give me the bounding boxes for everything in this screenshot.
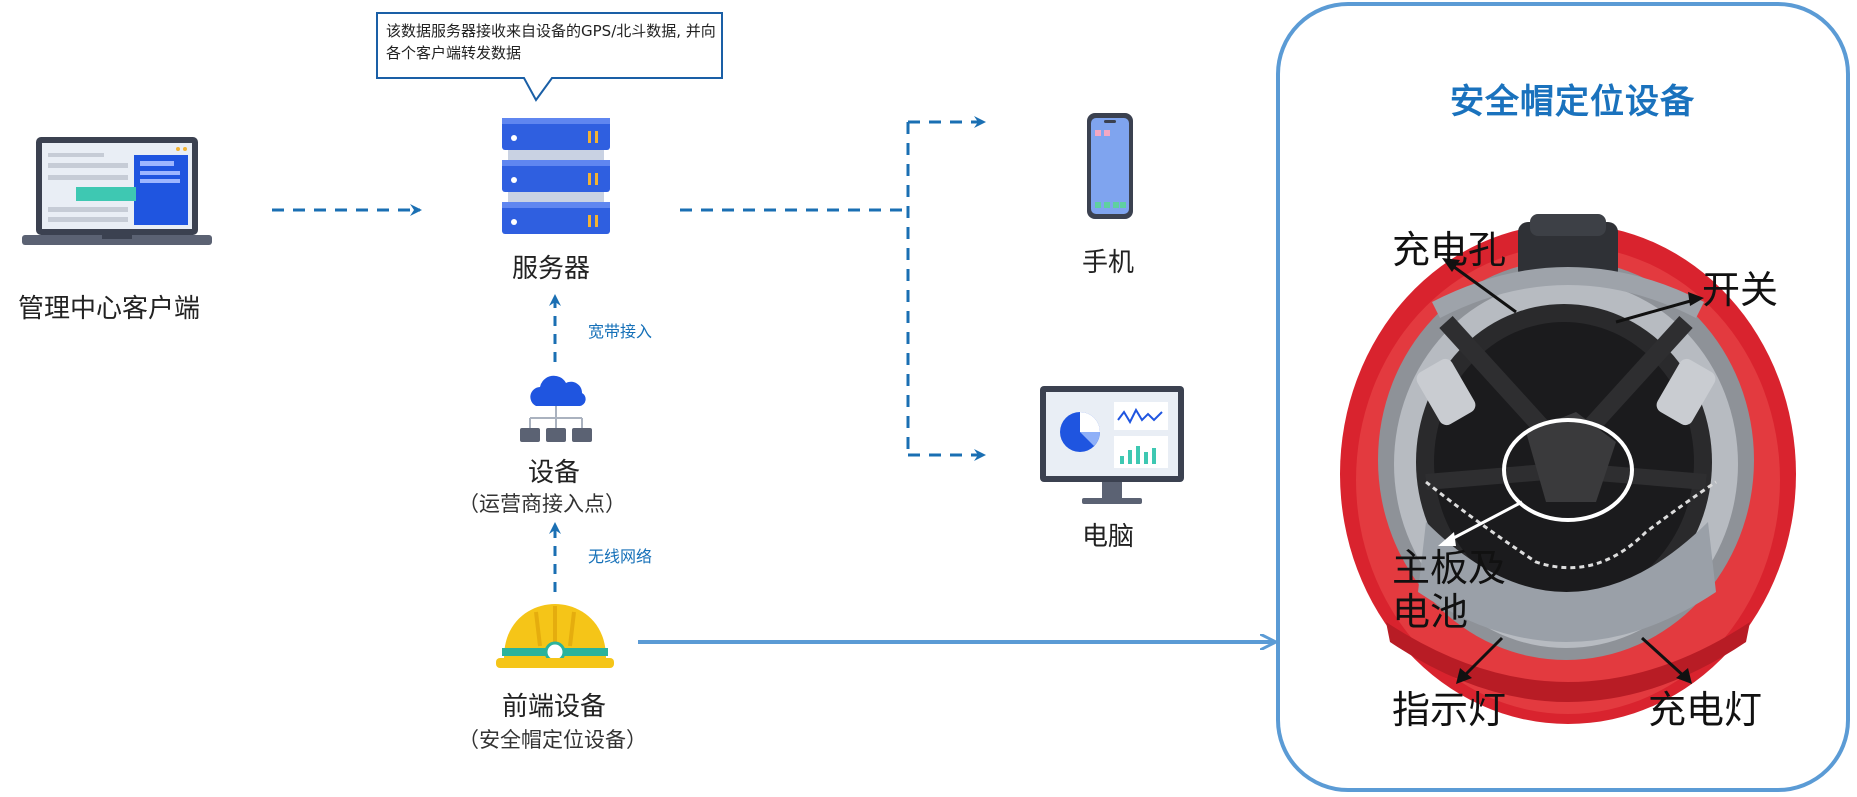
laptop-icon	[22, 135, 212, 259]
broadband-label: 宽带接入	[588, 322, 653, 341]
label-charge-light: 充电灯	[1648, 688, 1763, 732]
callout-text: 该数据服务器接收来自设备的GPS/北斗数据, 并向各个客户端转发数据	[386, 22, 716, 62]
server-icon	[502, 118, 610, 240]
access-device-label: 设备	[528, 458, 581, 488]
label-mainboard-line1: 主板及	[1392, 546, 1507, 590]
access-device-sublabel: （运营商接入点）	[458, 492, 626, 516]
front-device-label: 前端设备	[502, 692, 607, 722]
computer-icon	[1040, 386, 1184, 516]
helmet-photo	[1340, 214, 1796, 724]
phone-label: 手机	[1082, 248, 1135, 278]
panel-title: 安全帽定位设备	[1450, 82, 1695, 122]
front-device-sublabel: （安全帽定位设备）	[458, 728, 647, 752]
label-charge-port: 充电孔	[1392, 228, 1507, 272]
wireless-label: 无线网络	[588, 547, 653, 566]
label-mainboard-line2: 电池	[1392, 590, 1469, 634]
computer-label: 电脑	[1082, 522, 1135, 552]
helmet-device-panel: 安全帽定位设备	[1276, 2, 1850, 792]
label-indicator: 指示灯	[1392, 688, 1507, 732]
helmet-icon	[496, 600, 614, 678]
label-switch: 开关	[1702, 268, 1779, 312]
server-callout: 该数据服务器接收来自设备的GPS/北斗数据, 并向各个客户端转发数据	[376, 12, 724, 112]
management-client-label: 管理中心客户端	[18, 294, 201, 324]
cloud-network-icon	[518, 370, 594, 450]
server-label: 服务器	[512, 254, 591, 284]
phone-icon	[1086, 112, 1134, 224]
